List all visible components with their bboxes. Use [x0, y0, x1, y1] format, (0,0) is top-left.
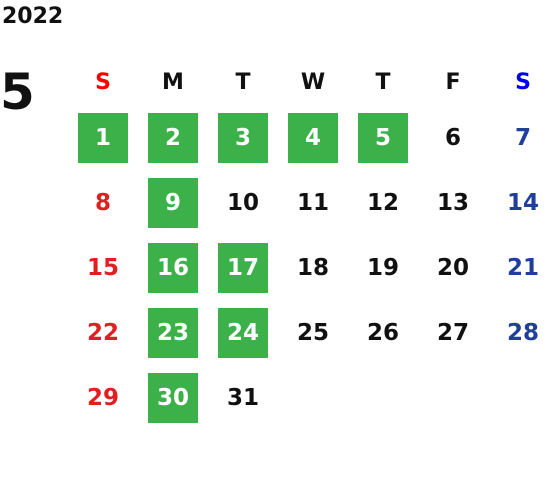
day-number: 15 — [86, 254, 119, 281]
week-row: 8 9 10 11 12 13 14 — [68, 170, 548, 235]
day-number: 20 — [436, 254, 469, 281]
day-number: 16 — [148, 242, 198, 293]
day-cell[interactable]: 30 — [138, 372, 208, 423]
day-cell[interactable]: 10 — [208, 178, 278, 228]
week-row: 15 16 17 18 19 20 21 — [68, 235, 548, 300]
day-cell[interactable]: 25 — [278, 308, 348, 358]
day-number: 6 — [444, 124, 461, 151]
day-cell[interactable]: 2 — [138, 112, 208, 163]
day-cell[interactable]: 4 — [278, 112, 348, 163]
day-cell[interactable]: 23 — [138, 307, 208, 358]
day-number: 25 — [296, 319, 329, 346]
day-cell[interactable]: 15 — [68, 243, 138, 293]
day-number: 5 — [358, 112, 408, 163]
day-cell[interactable]: 9 — [138, 177, 208, 228]
day-cell[interactable]: 8 — [68, 178, 138, 228]
day-number: 7 — [514, 124, 531, 151]
day-number: 11 — [296, 189, 329, 216]
day-number: 10 — [226, 189, 259, 216]
weekday-mon: M — [162, 70, 184, 95]
day-cell[interactable]: 13 — [418, 178, 488, 228]
day-number: 19 — [366, 254, 399, 281]
day-cell[interactable]: 19 — [348, 243, 418, 293]
empty-day-cell — [418, 373, 488, 423]
day-number — [288, 373, 338, 423]
day-cell[interactable]: 1 — [68, 112, 138, 163]
day-cell[interactable]: 5 — [348, 112, 418, 163]
day-cell[interactable]: 27 — [418, 308, 488, 358]
day-cell[interactable]: 29 — [68, 373, 138, 423]
day-number: 17 — [218, 242, 268, 293]
day-number: 13 — [436, 189, 469, 216]
day-number: 21 — [506, 254, 539, 281]
day-cell[interactable]: 16 — [138, 242, 208, 293]
day-cell[interactable]: 11 — [278, 178, 348, 228]
day-cell[interactable]: 22 — [68, 308, 138, 358]
day-number: 23 — [148, 307, 198, 358]
day-number — [428, 373, 478, 423]
day-cell[interactable]: 12 — [348, 178, 418, 228]
day-cell[interactable]: 28 — [488, 308, 548, 358]
weekday-wed: W — [300, 70, 326, 95]
weekday-sat: S — [515, 70, 531, 95]
day-number: 26 — [366, 319, 399, 346]
day-cell[interactable]: 17 — [208, 242, 278, 293]
day-number: 24 — [218, 307, 268, 358]
day-cell[interactable]: 21 — [488, 243, 548, 293]
day-cell[interactable]: 24 — [208, 307, 278, 358]
day-cell[interactable]: 3 — [208, 112, 278, 163]
day-number: 18 — [296, 254, 329, 281]
day-cell[interactable]: 31 — [208, 373, 278, 423]
day-cell[interactable]: 18 — [278, 243, 348, 293]
week-row: 22 23 24 25 26 27 28 — [68, 300, 548, 365]
day-cell[interactable]: 20 — [418, 243, 488, 293]
year-label: 2022 — [2, 4, 64, 29]
day-cell[interactable]: 14 — [488, 178, 548, 228]
weekday-header-row: S M T W T F S — [68, 60, 548, 105]
day-number: 22 — [86, 319, 119, 346]
weekday-thu: T — [375, 70, 391, 95]
empty-day-cell — [348, 373, 418, 423]
day-number — [498, 373, 548, 423]
day-number: 1 — [78, 112, 128, 163]
month-label: 5 — [0, 63, 35, 121]
day-number: 30 — [148, 372, 198, 423]
day-number: 31 — [226, 384, 259, 411]
day-number: 28 — [506, 319, 539, 346]
day-cell[interactable]: 6 — [418, 113, 488, 163]
week-row: 29 30 31 — [68, 365, 548, 430]
day-cell[interactable]: 7 — [488, 113, 548, 163]
day-number: 12 — [366, 189, 399, 216]
day-number: 14 — [506, 189, 539, 216]
day-number: 29 — [86, 384, 119, 411]
day-number: 9 — [148, 177, 198, 228]
weekday-fri: F — [445, 70, 461, 95]
day-number: 27 — [436, 319, 469, 346]
day-number: 8 — [94, 189, 111, 216]
day-cell[interactable]: 26 — [348, 308, 418, 358]
weekday-tue: T — [235, 70, 251, 95]
day-number: 4 — [288, 112, 338, 163]
empty-day-cell — [278, 373, 348, 423]
empty-day-cell — [488, 373, 548, 423]
day-number — [358, 373, 408, 423]
day-number: 3 — [218, 112, 268, 163]
weekday-sun: S — [95, 70, 111, 95]
day-number: 2 — [148, 112, 198, 163]
